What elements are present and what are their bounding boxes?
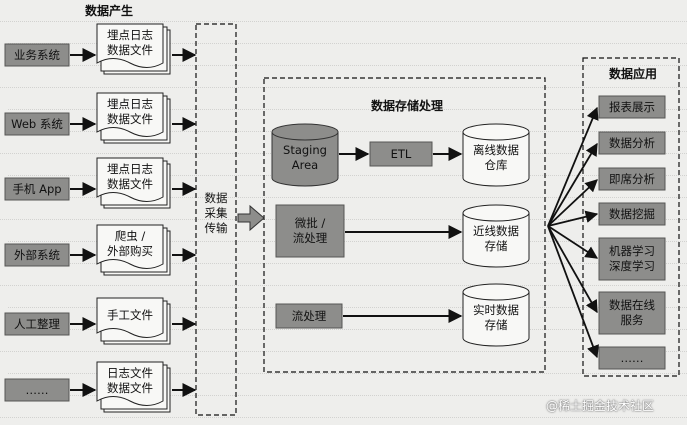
texture-line xyxy=(16,308,687,330)
micro-batch-label: 微批 / 流处理 xyxy=(292,216,328,245)
texture-line xyxy=(8,352,687,374)
doc-label: 日志文件 数据文件 xyxy=(107,366,153,395)
texture-line xyxy=(16,176,687,198)
doc-label: 埋点日志 数据文件 xyxy=(107,97,153,126)
production-title: 数据产生 xyxy=(84,3,133,18)
source-manual: 人工整理 xyxy=(14,316,60,331)
texture-line xyxy=(8,22,687,44)
doc-label: 埋点日志 数据文件 xyxy=(107,162,153,191)
database-cylinder-icon xyxy=(271,123,339,187)
watermark: @稀土掘金技术社区 xyxy=(546,398,655,413)
application-title: 数据应用 xyxy=(608,66,657,81)
document-stack-icon xyxy=(96,23,171,413)
source-arrows xyxy=(70,48,97,397)
source-web-system: Web 系统 xyxy=(11,116,63,131)
collector-label: 数据 采集 传输 xyxy=(204,190,228,235)
stream-label: 流处理 xyxy=(291,308,327,323)
texture-line xyxy=(0,0,687,22)
doc-label: 爬虫 / 外部购买 xyxy=(107,229,153,258)
source-external-system: 外部系统 xyxy=(14,247,60,262)
app-mining: 数据挖掘 xyxy=(609,206,655,221)
texture-line xyxy=(0,264,687,286)
texture-line xyxy=(8,154,687,176)
storage-group xyxy=(263,77,546,373)
application-arrows xyxy=(547,106,599,359)
storage-arrows xyxy=(339,147,463,323)
stream-box xyxy=(275,303,343,329)
doc-label: 埋点日志 数据文件 xyxy=(107,28,153,57)
source-boxes xyxy=(4,43,70,402)
database-cylinder-icon xyxy=(462,123,530,187)
texture-line xyxy=(8,88,687,110)
nearline-storage-label: 近线数据 存储 xyxy=(473,224,519,253)
database-cylinder-icon xyxy=(462,283,530,347)
app-ml: 机器学习 深度学习 xyxy=(609,244,655,273)
document-arrows xyxy=(172,48,197,397)
doc-label: 手工文件 xyxy=(107,307,153,322)
texture-line xyxy=(16,110,687,132)
app-reports: 报表展示 xyxy=(609,99,655,114)
source-business-system: 业务系统 xyxy=(14,47,60,62)
application-boxes xyxy=(598,95,666,370)
micro-batch-box xyxy=(275,204,345,258)
database-cylinder-icon xyxy=(462,204,530,268)
collector-group xyxy=(195,23,237,416)
etl-box xyxy=(369,141,433,167)
texture-line xyxy=(16,44,687,66)
source-more: …… xyxy=(25,382,49,397)
texture-line xyxy=(0,396,687,418)
texture-line xyxy=(16,374,687,396)
texture-line xyxy=(8,220,687,242)
etl-label: ETL xyxy=(390,146,412,161)
staging-area-label: Staging Area xyxy=(283,143,327,172)
source-mobile-app: 手机 App xyxy=(12,181,62,196)
storage-title: 数据存储处理 xyxy=(370,98,443,113)
app-adhoc: 即席分析 xyxy=(609,171,655,186)
app-analysis: 数据分析 xyxy=(609,135,655,150)
texture-line xyxy=(0,66,687,88)
texture-line xyxy=(0,330,687,352)
collector-to-storage-arrow xyxy=(237,204,265,232)
offline-warehouse-label: 离线数据 仓库 xyxy=(473,143,519,172)
realtime-storage-label: 实时数据 存储 xyxy=(473,303,519,332)
app-more: …… xyxy=(620,350,644,365)
texture-line xyxy=(16,242,687,264)
texture-line xyxy=(8,286,687,308)
app-online-service: 数据在线 服务 xyxy=(609,298,655,327)
